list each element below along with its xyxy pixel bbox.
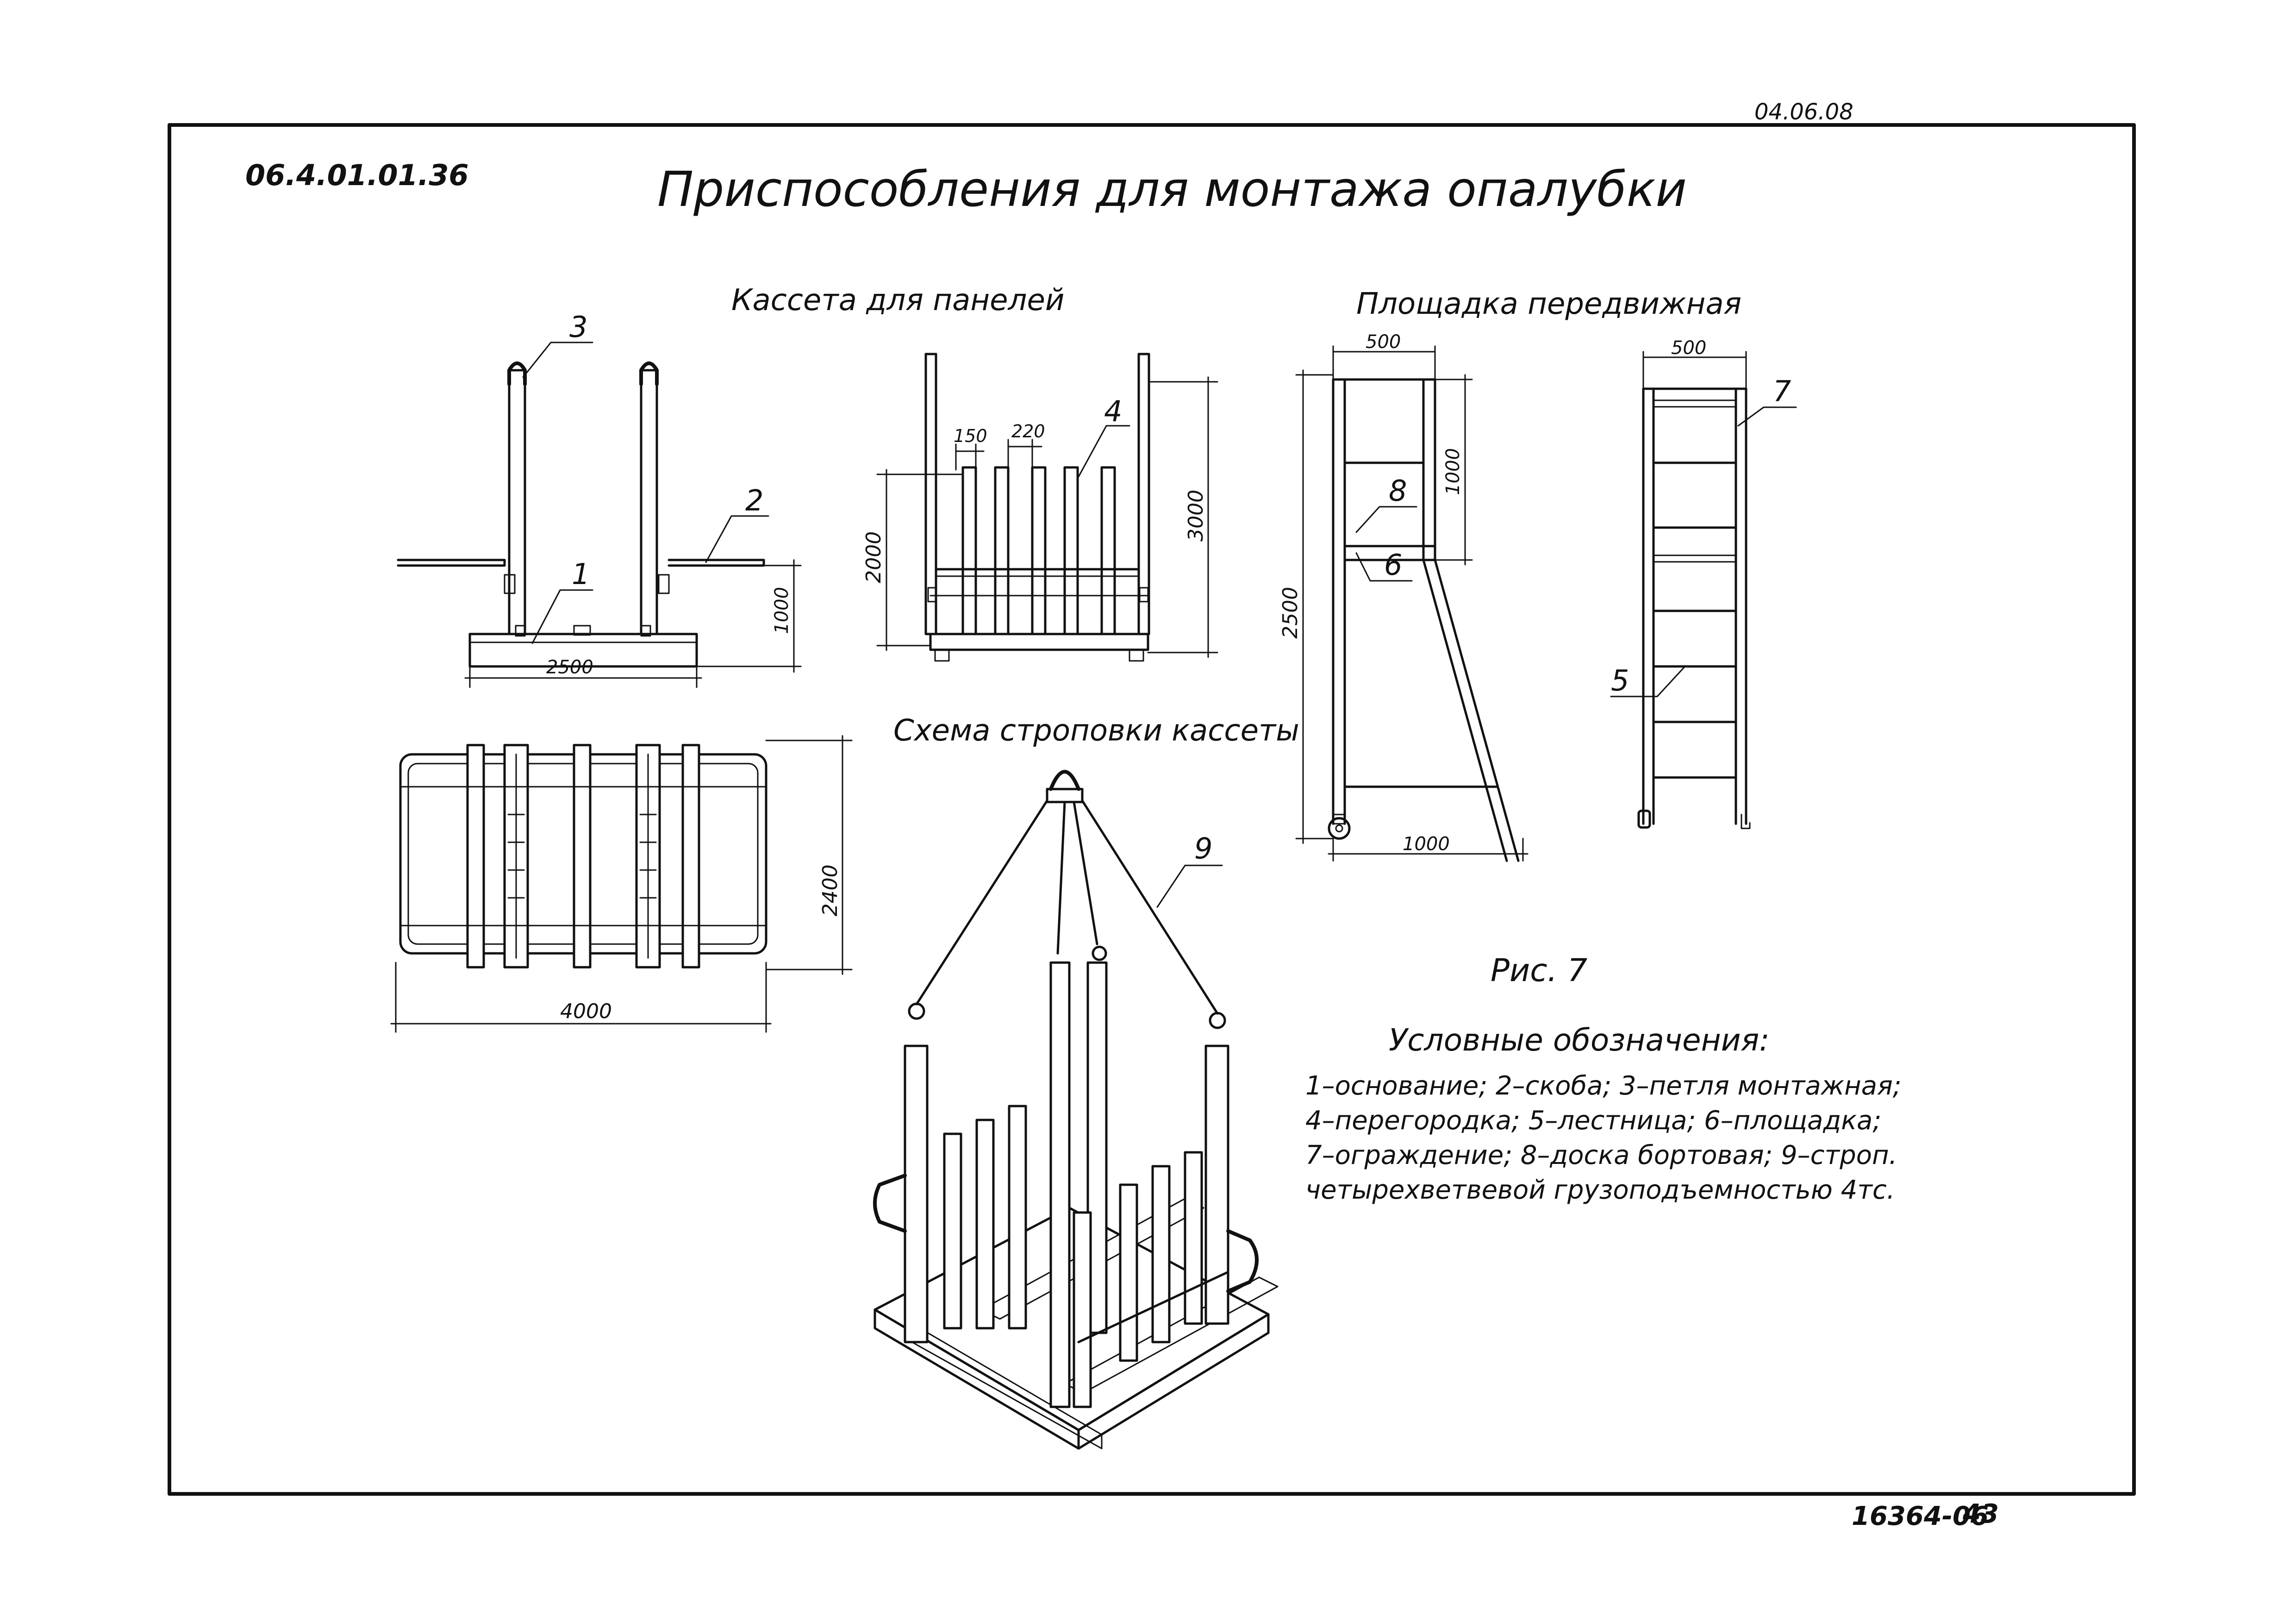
cassette-plan-dimensions: 2400 4000 <box>390 735 853 1033</box>
dim-220: 220 <box>1011 421 1045 442</box>
dim-2400: 2400 <box>818 864 842 916</box>
dim-4000: 4000 <box>560 1000 612 1023</box>
dim-2500-front: 2500 <box>546 657 593 678</box>
slinging-section-title: Схема строповки кассеты <box>893 714 1299 748</box>
footer-code: 16364-06 <box>1852 1501 1989 1531</box>
dim-1000-base: 1000 <box>1403 833 1450 855</box>
dim-2500-platform: 2500 <box>1279 587 1302 639</box>
cassette-front-callouts: 3 2 1 <box>522 310 769 644</box>
cassette-section-title: Кассета для панелей <box>731 283 1064 317</box>
dim-150: 150 <box>954 426 987 446</box>
cassette-side-dimensions: 150 220 2000 3000 4 <box>862 376 1218 658</box>
platform-side-view <box>1328 378 1520 862</box>
legend-line-3: 7–ограждение; 8–доска бортовая; 9–строп. <box>1305 1140 1897 1170</box>
slinging-scheme <box>873 770 1279 1450</box>
cassette-front-view <box>397 361 765 668</box>
slinging-callout: 9 <box>1156 832 1223 908</box>
corner-code: 04.06.08 <box>1754 99 1853 125</box>
dim-3000: 3000 <box>1184 490 1208 541</box>
legend-line-1: 1–основание; 2–скоба; 3–петля монтажная; <box>1305 1071 1902 1101</box>
callout-1: 1 <box>572 557 590 591</box>
callout-3: 3 <box>569 310 587 344</box>
dim-500-platform: 500 <box>1366 331 1401 353</box>
cassette-plan-view <box>399 744 767 969</box>
cassette-side-view <box>924 353 1150 662</box>
legend-line-2: 4–перегородка; 5–лестница; 6–площадка; <box>1305 1106 1881 1136</box>
callout-4: 4 <box>1104 394 1122 428</box>
legend-title: Условные обозначения: <box>1389 1022 1770 1058</box>
doc-code: 06.4.01.01.36 <box>245 158 468 192</box>
callout-5: 5 <box>1611 664 1629 697</box>
figure-caption: Рис. 7 <box>1491 952 1587 989</box>
sheet-frame <box>168 123 2136 1496</box>
callout-7: 7 <box>1773 374 1791 408</box>
callout-8: 8 <box>1389 474 1407 508</box>
platform-side-dimensions: 500 1000 2500 1000 8 6 <box>1279 331 1529 862</box>
platform-section-title: Площадка передвижная <box>1356 287 1741 321</box>
page-number: 43 <box>1962 1499 1999 1529</box>
ladder-dimensions: 500 7 5 <box>1610 337 1797 697</box>
drawing-title: Приспособления для монтажа опалубки <box>657 161 1687 218</box>
dim-1000-rail: 1000 <box>1442 448 1464 495</box>
callout-9: 9 <box>1194 832 1212 865</box>
callout-2: 2 <box>745 484 763 517</box>
dim-1000-front: 1000 <box>771 587 792 634</box>
legend-line-4: четырехветвевой грузоподъемностью 4тс. <box>1305 1175 1895 1205</box>
dim-2000: 2000 <box>862 531 886 583</box>
dim-500-ladder: 500 <box>1671 337 1706 359</box>
figure-legend: Рис. 7 Условные обозначения: 1–основание… <box>1305 952 1902 1205</box>
cassette-front-dimensions: 2500 1000 <box>464 559 802 688</box>
platform-ladder-view <box>1637 387 1751 829</box>
callout-6: 6 <box>1384 548 1402 582</box>
